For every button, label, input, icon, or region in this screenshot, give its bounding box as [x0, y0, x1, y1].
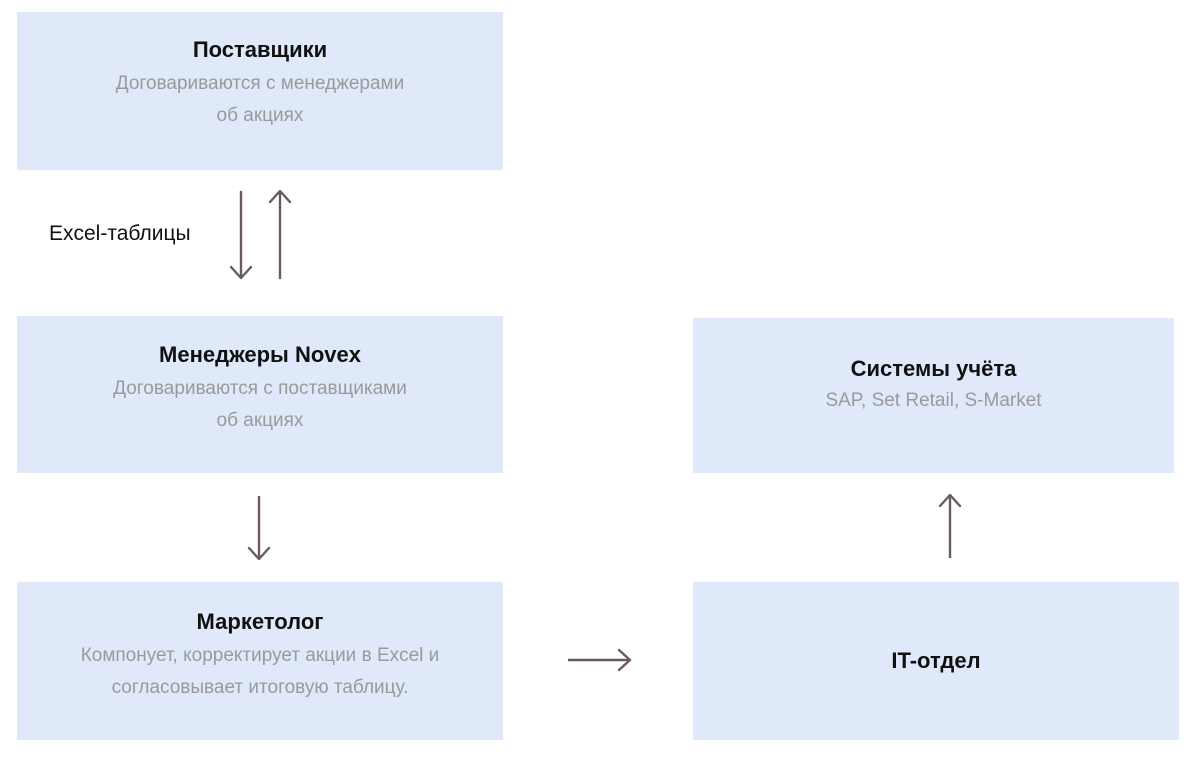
arrow-managers-to-marketer [247, 496, 271, 561]
node-accounting-systems-title: Системы учёта [850, 355, 1017, 381]
node-accounting-systems: Системы учёта SAP, Set Retail, S-Market [693, 318, 1174, 473]
node-marketer-description: Компонует, корректирует акции в Excel и … [80, 645, 440, 698]
edge-label-excel-tables: Excel-таблицы [49, 222, 191, 245]
node-marketer-title: Маркетолог [196, 609, 324, 634]
node-it-department-title: IT-отдел [891, 648, 981, 673]
node-it-department: IT-отдел [693, 582, 1179, 740]
node-suppliers-description: Договариваются с менеджерами об акциях [115, 73, 405, 126]
node-managers-description: Договариваются с поставщиками об акциях [113, 377, 407, 431]
node-marketer: Маркетолог Компонует, корректирует акции… [17, 582, 503, 740]
node-suppliers: Поставщики Договариваются с менеджерами … [17, 12, 503, 170]
arrow-suppliers-to-managers [229, 191, 253, 280]
arrow-managers-to-suppliers [268, 189, 292, 279]
node-managers-title: Менеджеры Novex [159, 341, 361, 367]
node-managers: Менеджеры Novex Договариваются с поставщ… [17, 316, 503, 473]
node-suppliers-title: Поставщики [192, 37, 328, 62]
arrow-marketer-to-it [568, 648, 632, 672]
node-accounting-systems-description: SAP, Set Retail, S-Market [825, 389, 1042, 411]
arrow-it-to-systems [938, 493, 962, 558]
